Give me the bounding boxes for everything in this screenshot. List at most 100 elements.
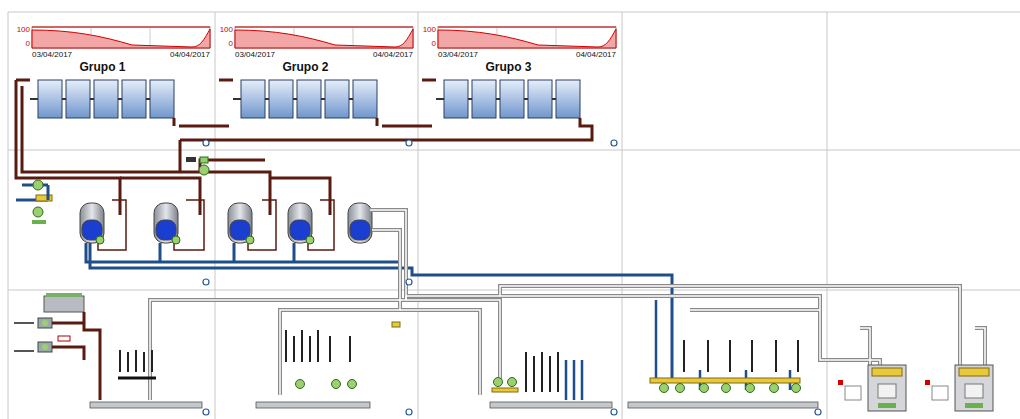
solar-collector xyxy=(528,80,552,118)
trend-chart xyxy=(556,27,557,48)
trend-chart xyxy=(32,27,210,48)
solar-collector xyxy=(500,80,524,118)
trend-chart xyxy=(353,27,354,48)
axis-value: 100 xyxy=(220,25,233,34)
primary-pipe xyxy=(422,79,436,82)
group-heading: Grupo 1 xyxy=(26,60,179,74)
trend-chart xyxy=(32,27,210,48)
circuit-branch-blue xyxy=(656,300,790,390)
axis-value: 0 xyxy=(26,39,30,48)
pipe-connector xyxy=(382,125,432,128)
secondary-pipe xyxy=(160,243,294,262)
circulation-pump xyxy=(770,384,779,393)
primary-pipe xyxy=(180,118,592,140)
storage-tank xyxy=(80,203,104,243)
pump-station xyxy=(33,180,43,190)
solar-collector xyxy=(150,80,174,118)
distribution-pipe xyxy=(280,230,400,395)
solar-collector xyxy=(269,80,293,118)
circulation-pump xyxy=(392,322,400,327)
storage-tank xyxy=(350,220,370,240)
storage-tank xyxy=(80,203,372,243)
grid-lines xyxy=(215,12,216,419)
valve xyxy=(306,236,314,244)
valve xyxy=(172,236,180,244)
solar-collector xyxy=(38,80,62,118)
pipe-connector xyxy=(179,125,229,128)
trend-chart xyxy=(235,27,413,48)
heat-exchanger xyxy=(38,342,52,352)
primary-pipe xyxy=(219,79,233,82)
boiler xyxy=(959,368,989,376)
zoom-icon xyxy=(203,140,821,415)
collector-link xyxy=(30,98,150,100)
trend-chart xyxy=(235,27,413,48)
zoom-icon xyxy=(406,279,412,285)
circulation-pump xyxy=(296,322,801,393)
manifold xyxy=(90,402,202,408)
zoom-icon xyxy=(611,409,617,415)
primary-pipe xyxy=(22,86,270,215)
solar-collector xyxy=(94,80,118,118)
zoom-icon xyxy=(203,409,209,415)
axis-value: 0 xyxy=(229,39,233,48)
circulation-pump xyxy=(494,378,503,387)
primary-pipe xyxy=(16,80,120,215)
axis-date: 04/04/2017 xyxy=(373,50,413,59)
pump-station xyxy=(200,157,208,163)
manifold xyxy=(628,402,818,408)
grid-lines xyxy=(8,12,1020,13)
trend-chart xyxy=(438,27,616,28)
trend-chart xyxy=(438,27,616,48)
axis-value: 0 xyxy=(432,39,436,48)
solar-collector xyxy=(353,80,377,118)
grid-lines xyxy=(8,12,9,419)
solar-collector xyxy=(297,80,321,118)
heat-exchanger xyxy=(58,336,70,341)
heat-exchanger xyxy=(14,350,34,352)
trend-chart xyxy=(32,27,210,28)
boiler xyxy=(872,368,902,376)
manifold xyxy=(90,402,818,408)
distribution-pipe xyxy=(400,310,480,395)
axis-date: 03/04/2017 xyxy=(438,50,478,59)
zoom-icon xyxy=(406,409,412,415)
distribution-pipe-core xyxy=(690,309,820,311)
grid-lines xyxy=(418,12,419,419)
primary-pipe-return xyxy=(98,200,334,250)
pump-station xyxy=(32,220,46,224)
heat-exchanger xyxy=(52,312,100,400)
circulation-pump xyxy=(660,384,669,393)
solar-collector xyxy=(472,80,496,118)
grid-lines xyxy=(622,12,623,419)
boiler xyxy=(878,384,896,398)
secondary-pipe xyxy=(86,243,400,262)
heat-exchanger xyxy=(38,318,52,328)
circuit-branch xyxy=(684,340,798,372)
distribution-pipe xyxy=(150,210,985,400)
grid-lines xyxy=(827,12,828,419)
circulation-pump xyxy=(676,384,685,393)
heat-exchanger xyxy=(42,344,48,350)
pump-station xyxy=(22,157,209,224)
trend-chart xyxy=(150,27,151,48)
storage-tank xyxy=(348,203,372,243)
secondary-pipe xyxy=(16,199,22,202)
circulation-pump xyxy=(722,384,731,393)
distribution-pipe-core xyxy=(150,210,406,400)
group-heading: Grupo 2 xyxy=(229,60,382,74)
primary-pipe xyxy=(16,79,30,82)
circulation-pump xyxy=(700,384,709,393)
circuit-branch xyxy=(120,350,152,372)
secondary-pipe xyxy=(47,185,50,200)
valve xyxy=(96,236,104,244)
collector-group: Grupo 1 xyxy=(26,60,179,132)
distribution-pipe-core xyxy=(280,230,400,395)
distribution-pipe-core xyxy=(406,300,500,385)
zoom-icon xyxy=(406,140,412,146)
distribution-pipe-core xyxy=(406,296,880,365)
manifold xyxy=(256,402,370,408)
solar-collector xyxy=(66,80,90,118)
axis-date: 03/04/2017 xyxy=(235,50,275,59)
primary-pipe xyxy=(200,160,265,172)
